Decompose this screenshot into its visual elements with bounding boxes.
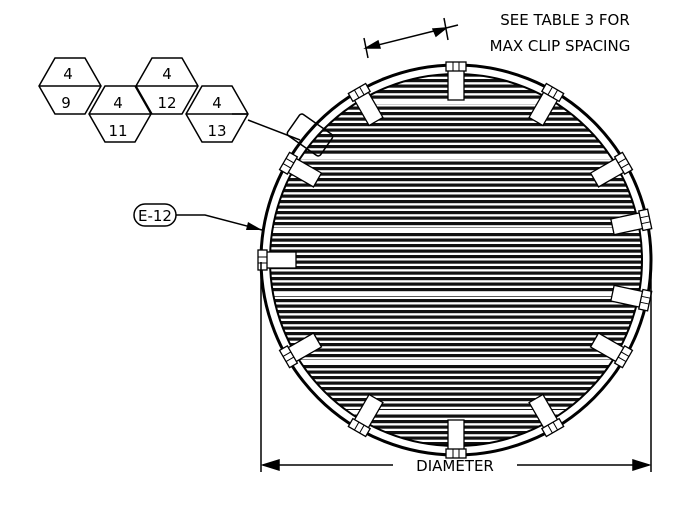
hex-label: 4 (212, 94, 222, 112)
cross-bar-gap (270, 410, 642, 414)
bearing-bar (270, 244, 642, 248)
bearing-bar (270, 238, 642, 242)
saddle-clip (610, 284, 653, 312)
bearing-bar (270, 145, 642, 149)
bearing-bar (270, 288, 642, 292)
saddle-clips (257, 61, 653, 459)
bearing-bar (270, 123, 642, 127)
bearing-bar (270, 255, 642, 259)
bearing-bar (270, 200, 642, 204)
bearing-bar (270, 381, 642, 385)
bearing-bar (270, 370, 642, 374)
bearing-bar (270, 266, 642, 270)
bearing-bar (270, 216, 642, 220)
bearing-bar (270, 189, 642, 193)
bearing-bar (270, 249, 642, 253)
bearing-bar (270, 172, 642, 176)
bearing-bar (270, 376, 642, 380)
bearing-bar (270, 117, 642, 121)
bearing-bar (270, 392, 642, 396)
bearing-bar (270, 354, 642, 358)
hex-label: 11 (108, 122, 127, 140)
bearing-bar (270, 348, 642, 352)
saddle-clip (589, 151, 634, 188)
saddle-clip (347, 393, 384, 438)
bearing-bar (270, 167, 642, 171)
bearing-bar (270, 403, 642, 407)
bearing-bar (270, 277, 642, 281)
saddle-clip (445, 61, 467, 101)
saddle-clip (589, 332, 634, 369)
bearing-bar (270, 139, 642, 143)
bearing-bar (270, 387, 642, 391)
hex-label: 4 (113, 94, 123, 112)
cross-bar-gap (270, 292, 642, 296)
bearing-bar (270, 106, 642, 110)
hex-label: 9 (61, 94, 71, 112)
hex-label: 12 (157, 94, 176, 112)
e12-callout-label: E-12 (138, 207, 172, 225)
saddle-clip (257, 249, 297, 271)
bearing-bar (270, 178, 642, 182)
note-line-2: MAX CLIP SPACING (490, 37, 631, 55)
bearing-bar (270, 304, 642, 308)
cross-bar-gap (270, 228, 642, 232)
bearing-bar (270, 315, 642, 319)
saddle-clip (528, 393, 565, 438)
bearing-bar (270, 134, 642, 138)
bearing-bar (270, 414, 642, 418)
saddle-clip (610, 208, 653, 236)
weld-leader (232, 113, 334, 157)
bearing-bar (270, 194, 642, 198)
hex-label: 13 (207, 122, 226, 140)
bearing-bar (270, 282, 642, 286)
cross-bar-gap (270, 155, 642, 159)
bearing-bar (270, 233, 642, 237)
bearing-bar (270, 398, 642, 402)
bearing-bar (270, 299, 642, 303)
saddle-clip (278, 151, 323, 188)
cross-bar-gap (270, 360, 642, 364)
hex-label: 4 (63, 65, 73, 83)
e12-leader-line (176, 214, 263, 231)
bearing-bar (270, 222, 642, 226)
saddle-clip (278, 332, 323, 369)
bearing-bar (270, 150, 642, 154)
bearing-bar (270, 112, 642, 116)
bearing-bar (270, 310, 642, 314)
e12-arrowhead (246, 222, 262, 230)
hex-label: 4 (162, 65, 172, 83)
bearing-bar (270, 183, 642, 187)
e12-callout: E-12 (133, 203, 263, 231)
note-line-1: SEE TABLE 3 FOR (500, 11, 630, 29)
bearing-bar (270, 332, 642, 336)
clip-spacing-dimension (363, 17, 459, 59)
bearing-bar (270, 326, 642, 330)
bearing-bar (270, 161, 642, 165)
saddle-clip (528, 82, 565, 127)
bearing-bar (270, 365, 642, 369)
saddle-clip (445, 419, 467, 459)
diameter-label: DIAMETER (416, 457, 494, 475)
bearing-bar (270, 343, 642, 347)
saddle-clip (347, 82, 384, 127)
bearing-bar (270, 128, 642, 132)
bearing-bar (270, 260, 642, 264)
bearing-bar (270, 271, 642, 275)
bearing-bar (270, 211, 642, 215)
cross-bar-gap (270, 100, 642, 104)
diameter-dimension (260, 262, 652, 472)
bearing-bar (270, 205, 642, 209)
bearing-bar (270, 321, 642, 325)
bearing-bar (270, 337, 642, 341)
